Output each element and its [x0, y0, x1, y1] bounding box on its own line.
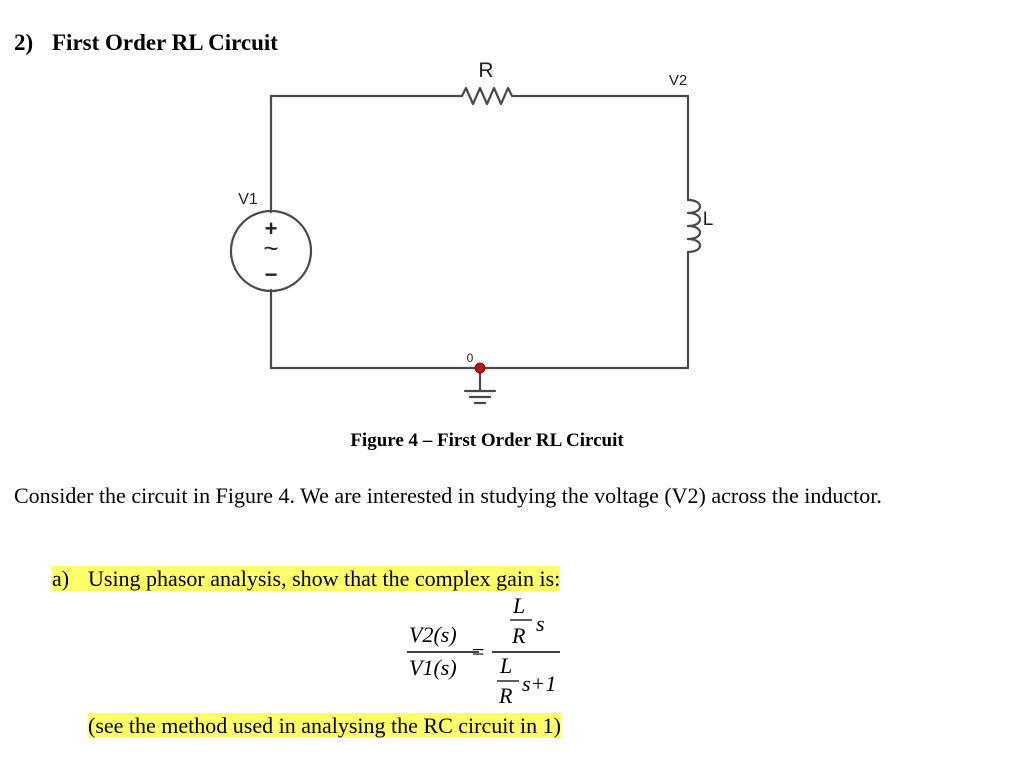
rhs-den-tail: s+1 — [522, 671, 556, 696]
section-heading: 2) First Order RL Circuit — [14, 30, 278, 56]
question-label: a) — [52, 566, 70, 591]
node-v2-label: V2 — [669, 72, 687, 89]
resistor-label: R — [478, 59, 493, 82]
rhs-den-frac-top: L — [499, 653, 512, 678]
body-paragraph: Consider the circuit in Figure 4. We are… — [14, 483, 882, 508]
ground-label: 0 — [467, 351, 474, 365]
inductor-label: L — [703, 209, 714, 230]
source-plus-sign: + — [265, 216, 278, 241]
section-title: First Order RL Circuit — [52, 30, 278, 55]
source-v1-label: V1 — [238, 191, 258, 208]
section-number: 2) — [14, 30, 34, 55]
question-highlight: a) Using phasor analysis, show that the c… — [52, 566, 561, 591]
question-text: Using phasor analysis, show that the com… — [88, 566, 561, 591]
rhs-num-frac-top: L — [512, 593, 525, 618]
source-minus-sign: − — [265, 262, 278, 287]
method-note: (see the method used in analysing the RC… — [88, 713, 561, 739]
source-tilde: ~ — [263, 233, 278, 263]
rhs-num-frac-bottom: R — [511, 623, 526, 648]
rhs-den-frac-bottom: R — [498, 683, 513, 708]
rhs-num-var: s — [536, 611, 545, 636]
rl-circuit-diagram: + ~ − R V2 V1 L 0 — [229, 59, 714, 405]
lhs-denominator: V1(s) — [409, 655, 457, 680]
question-a: a) Using phasor analysis, show that the c… — [52, 566, 561, 592]
note-highlight: (see the method used in analysing the RC… — [88, 713, 561, 738]
figure-caption: Figure 4 – First Order RL Circuit — [350, 430, 624, 451]
inductor-coil — [686, 198, 702, 254]
top-wire — [269, 86, 690, 106]
ac-source-symbol — [229, 209, 313, 293]
lhs-numerator: V2(s) — [409, 622, 457, 647]
ground-node-dot — [474, 362, 486, 374]
equals-sign: = — [472, 639, 484, 664]
